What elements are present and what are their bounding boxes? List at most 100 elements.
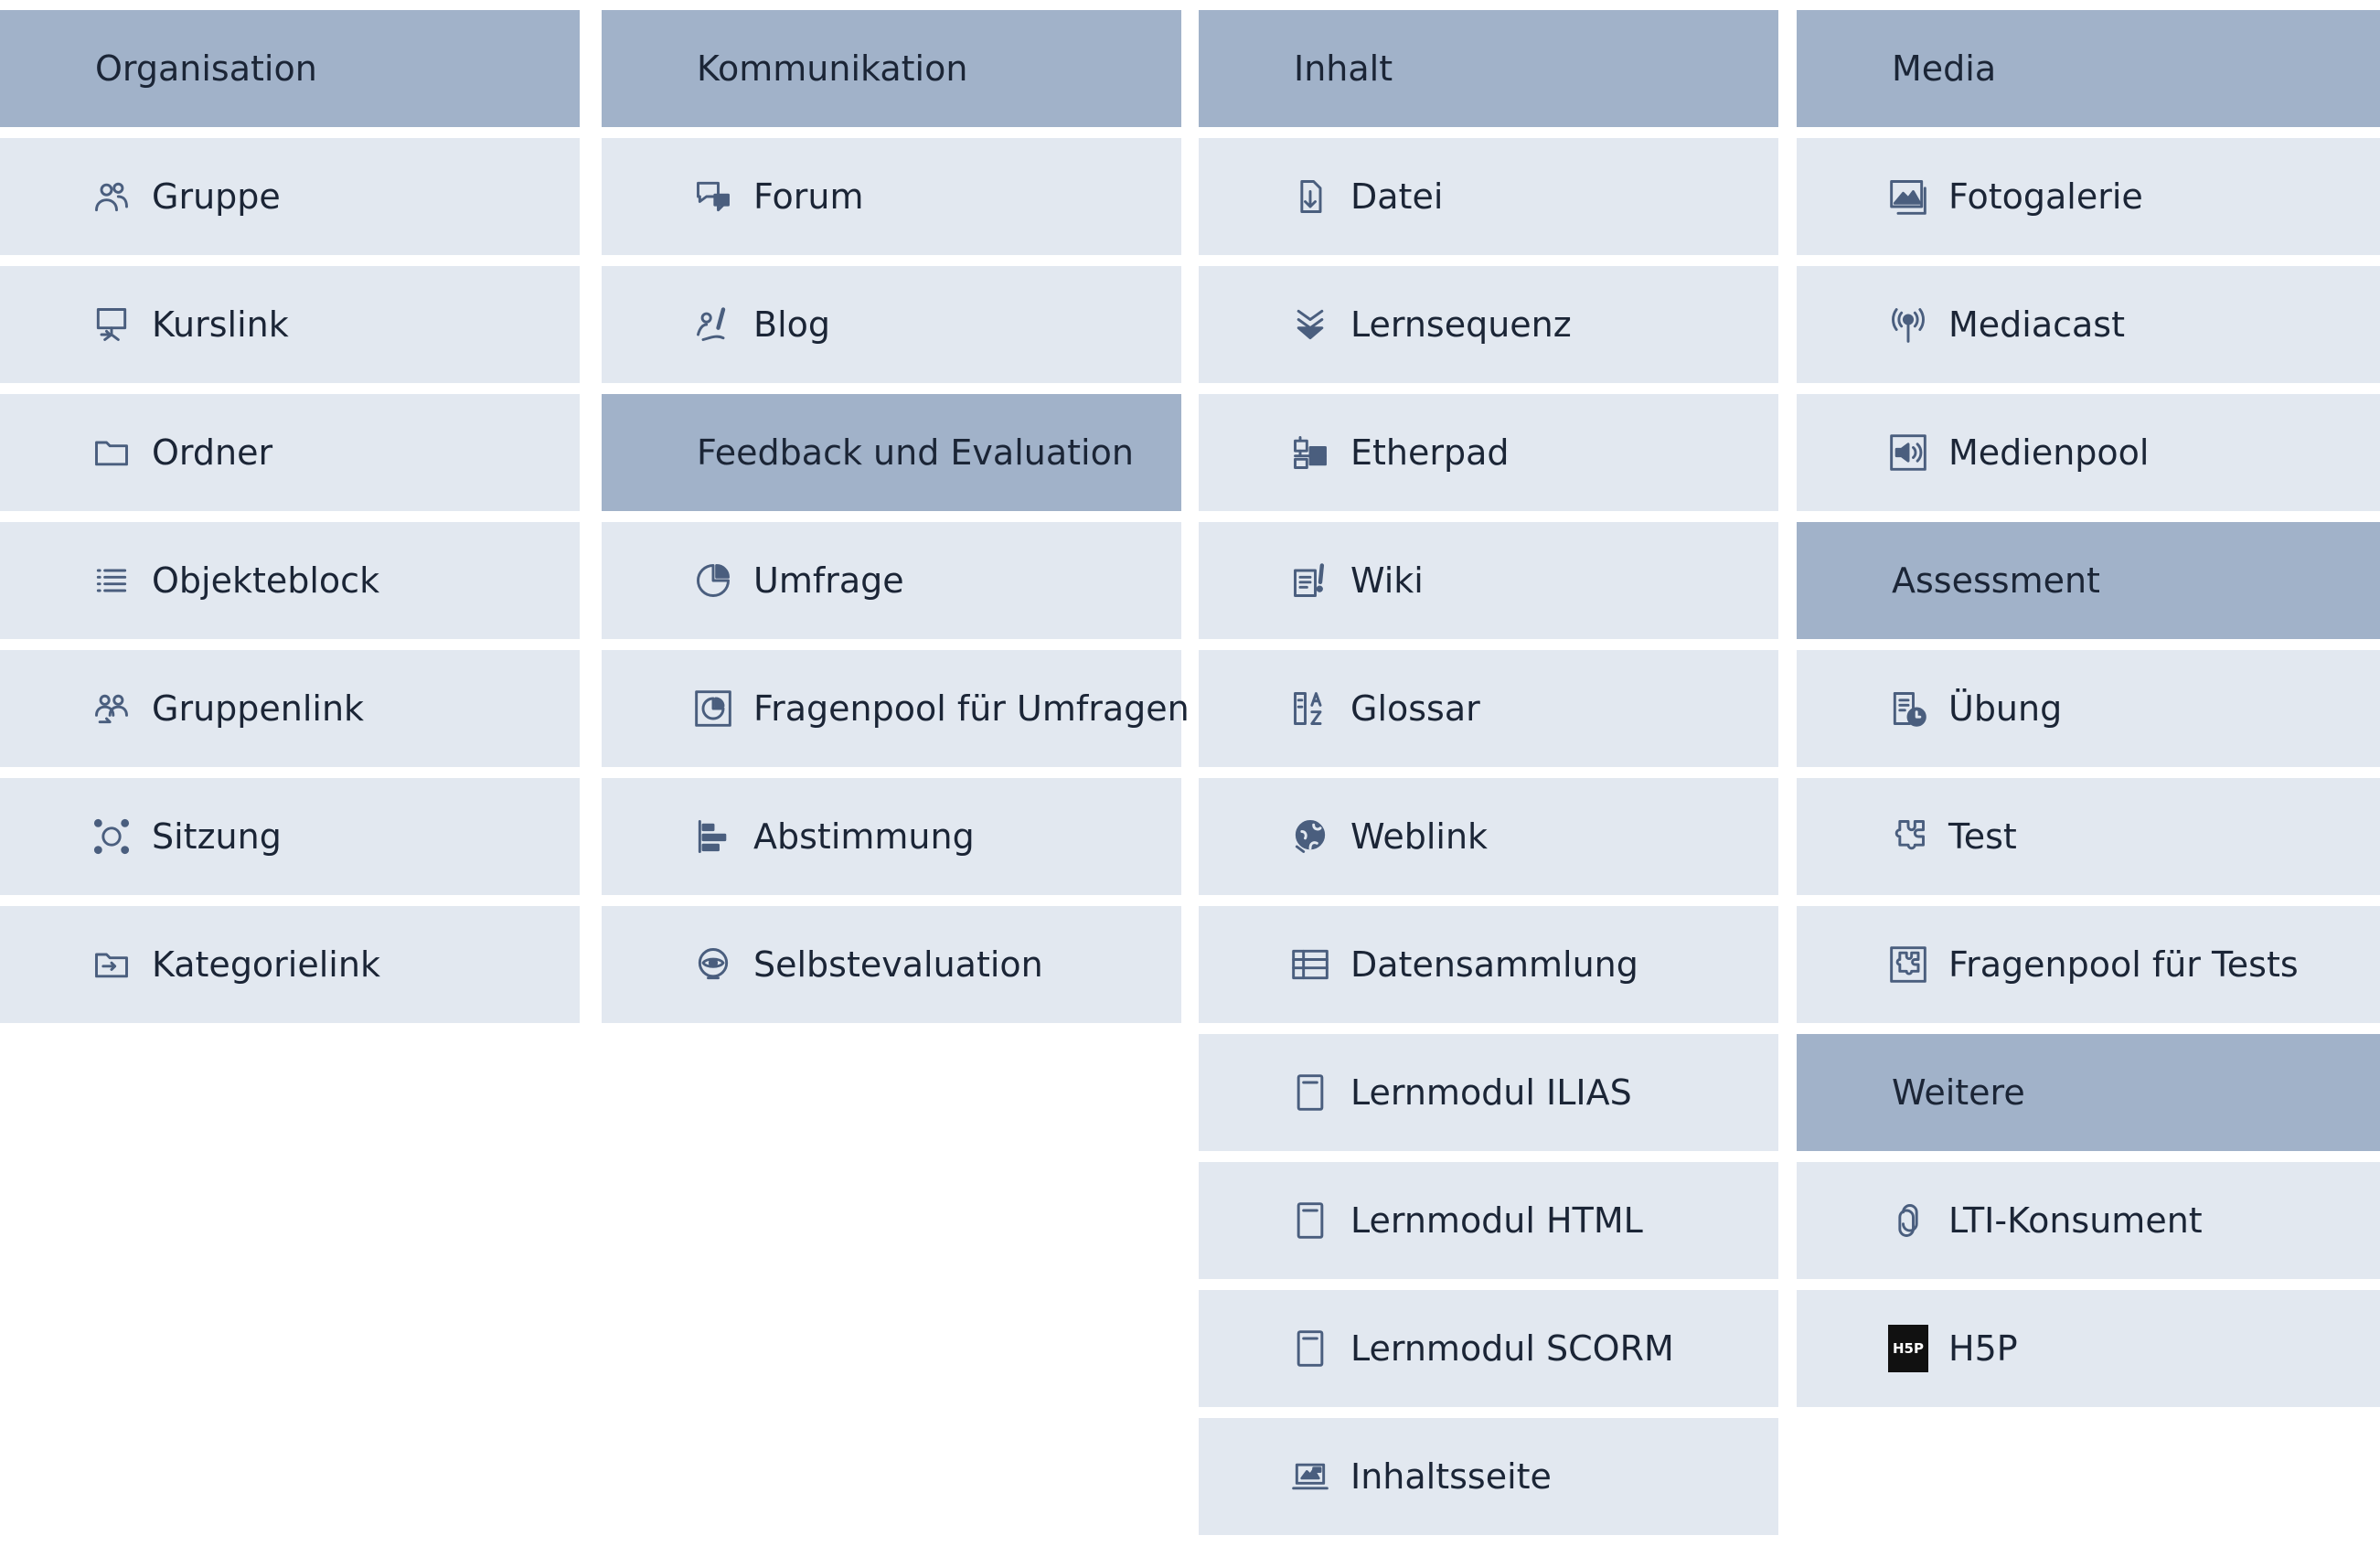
test-pool-icon: [1888, 944, 1928, 985]
learning-module-icon: [1290, 1200, 1330, 1241]
item-abstimmung[interactable]: Abstimmung: [602, 778, 1181, 895]
item-inhaltsseite[interactable]: Inhaltsseite: [1199, 1418, 1778, 1535]
item-label: Selbstevaluation: [753, 944, 1043, 985]
section-header-inhalt: Inhalt: [1199, 10, 1778, 127]
item-label: Medienpool: [1948, 432, 2150, 473]
data-collection-icon: [1290, 944, 1330, 985]
item-kurslink[interactable]: Kurslink: [0, 266, 580, 383]
media-pool-icon: [1888, 432, 1928, 473]
blog-icon: [693, 304, 733, 345]
learning-module-icon: [1290, 1072, 1330, 1113]
item-fotogalerie[interactable]: Fotogalerie: [1797, 138, 2380, 255]
item-lti-konsument[interactable]: LTI-Konsument: [1797, 1162, 2380, 1279]
item-wiki[interactable]: Wiki: [1199, 522, 1778, 639]
item-label: Abstimmung: [753, 816, 975, 857]
item-objekteblock[interactable]: Objekteblock: [0, 522, 580, 639]
self-evaluation-icon: [693, 944, 733, 985]
item-test[interactable]: Test: [1797, 778, 2380, 895]
course-link-icon: [91, 304, 132, 345]
item-label: Übung: [1948, 688, 2063, 729]
survey-pool-icon: [693, 688, 733, 729]
item-ordner[interactable]: Ordner: [0, 394, 580, 511]
item-weblink[interactable]: Weblink: [1199, 778, 1778, 895]
item-label: Objekteblock: [152, 560, 380, 601]
item-label: Mediacast: [1948, 304, 2126, 345]
glossary-icon: [1290, 688, 1330, 729]
learning-module-icon: [1290, 1328, 1330, 1369]
etherpad-icon: [1290, 432, 1330, 473]
item-blog[interactable]: Blog: [602, 266, 1181, 383]
poll-icon: [693, 816, 733, 857]
lti-icon: [1888, 1200, 1928, 1241]
item-umfrage[interactable]: Umfrage: [602, 522, 1181, 639]
category-link-icon: [91, 944, 132, 985]
item-lernsequenz[interactable]: Lernsequenz: [1199, 266, 1778, 383]
item-label: Ordner: [152, 432, 273, 473]
item-label: Lernmodul HTML: [1350, 1200, 1643, 1241]
item-label: Fragenpool für Umfragen: [753, 688, 1190, 729]
photo-gallery-icon: [1888, 176, 1928, 217]
test-icon: [1888, 816, 1928, 857]
item-h5p[interactable]: H5P H5P: [1797, 1290, 2380, 1407]
learning-sequence-icon: [1290, 304, 1330, 345]
mediacast-icon: [1888, 304, 1928, 345]
weblink-icon: [1290, 816, 1330, 857]
item-fragenpool-fuer-umfragen[interactable]: Fragenpool für Umfragen: [602, 650, 1190, 767]
item-sitzung[interactable]: Sitzung: [0, 778, 580, 895]
item-selbstevaluation[interactable]: Selbstevaluation: [602, 906, 1181, 1023]
item-label: Gruppe: [152, 176, 281, 217]
survey-icon: [693, 560, 733, 601]
wiki-icon: [1290, 560, 1330, 601]
item-label: Kategorielink: [152, 944, 380, 985]
item-label: H5P: [1948, 1328, 2018, 1369]
item-label: Fragenpool für Tests: [1948, 944, 2299, 985]
item-uebung[interactable]: Übung: [1797, 650, 2380, 767]
h5p-badge: H5P: [1888, 1325, 1928, 1372]
section-header-organisation: Organisation: [0, 10, 580, 127]
item-gruppenlink[interactable]: Gruppenlink: [0, 650, 580, 767]
section-header-media: Media: [1797, 10, 2380, 127]
item-label: Inhaltsseite: [1350, 1456, 1552, 1497]
item-fragenpool-fuer-tests[interactable]: Fragenpool für Tests: [1797, 906, 2380, 1023]
item-glossar[interactable]: Glossar: [1199, 650, 1778, 767]
item-label: LTI-Konsument: [1948, 1200, 2203, 1241]
item-kategorielink[interactable]: Kategorielink: [0, 906, 580, 1023]
item-medienpool[interactable]: Medienpool: [1797, 394, 2380, 511]
item-lernmodul-html[interactable]: Lernmodul HTML: [1199, 1162, 1778, 1279]
content-page-icon: [1290, 1456, 1330, 1497]
item-label: Lernmodul SCORM: [1350, 1328, 1674, 1369]
forum-icon: [693, 176, 733, 217]
h5p-icon: H5P: [1888, 1325, 1928, 1372]
item-lernmodul-ilias[interactable]: Lernmodul ILIAS: [1199, 1034, 1778, 1151]
item-label: Sitzung: [152, 816, 282, 857]
group-icon: [91, 176, 132, 217]
session-icon: [91, 816, 132, 857]
item-datensammlung[interactable]: Datensammlung: [1199, 906, 1778, 1023]
item-label: Test: [1948, 816, 2017, 857]
item-etherpad[interactable]: Etherpad: [1199, 394, 1778, 511]
item-datei[interactable]: Datei: [1199, 138, 1778, 255]
list-icon: [91, 560, 132, 601]
folder-icon: [91, 432, 132, 473]
item-label: Datensammlung: [1350, 944, 1638, 985]
item-mediacast[interactable]: Mediacast: [1797, 266, 2380, 383]
item-label: Wiki: [1350, 560, 1424, 601]
item-label: Weblink: [1350, 816, 1489, 857]
section-header-feedback-und-evaluation: Feedback und Evaluation: [602, 394, 1181, 511]
item-label: Kurslink: [152, 304, 289, 345]
item-label: Forum: [753, 176, 864, 217]
item-lernmodul-scorm[interactable]: Lernmodul SCORM: [1199, 1290, 1778, 1407]
group-link-icon: [91, 688, 132, 729]
item-label: Etherpad: [1350, 432, 1510, 473]
file-icon: [1290, 176, 1330, 217]
item-label: Datei: [1350, 176, 1444, 217]
section-header-weitere: Weitere: [1797, 1034, 2380, 1151]
item-gruppe[interactable]: Gruppe: [0, 138, 580, 255]
item-forum[interactable]: Forum: [602, 138, 1181, 255]
item-label: Fotogalerie: [1948, 176, 2143, 217]
section-header-assessment: Assessment: [1797, 522, 2380, 639]
